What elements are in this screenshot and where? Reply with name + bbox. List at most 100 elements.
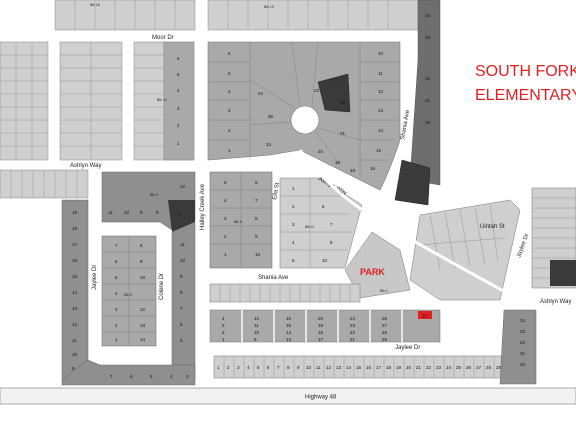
svg-text:5: 5 [224, 180, 227, 185]
cul-de-sac-circle [290, 105, 320, 135]
svg-text:1: 1 [115, 337, 118, 342]
highway-48 [0, 387, 576, 405]
svg-text:2: 2 [115, 323, 118, 328]
svg-text:14: 14 [378, 128, 384, 133]
svg-text:2: 2 [222, 330, 225, 335]
svg-text:8: 8 [180, 290, 183, 295]
svg-text:18: 18 [350, 168, 356, 173]
svg-text:16: 16 [370, 166, 376, 171]
townhome-mid-labels: 4 3 2 1 12 11 10 9 16 15 14 13 20 19 18 … [222, 316, 388, 342]
svg-text:23: 23 [314, 88, 320, 93]
svg-text:10: 10 [254, 330, 260, 335]
svg-text:3: 3 [224, 216, 227, 221]
svg-text:11: 11 [108, 210, 113, 215]
svg-text:16: 16 [72, 258, 78, 263]
svg-text:1: 1 [228, 148, 231, 153]
uintah-st-label: Uintah St [480, 224, 505, 230]
svg-text:4: 4 [115, 291, 118, 296]
shania-ave-north-label: Shania Ave [400, 109, 411, 140]
svg-text:5: 5 [150, 374, 153, 379]
svg-text:12: 12 [326, 365, 332, 370]
block-16-label: Blk 16 [90, 3, 100, 7]
svg-text:3: 3 [186, 374, 189, 379]
svg-text:23: 23 [425, 35, 431, 40]
svg-text:12: 12 [378, 89, 384, 94]
svg-text:23: 23 [520, 329, 526, 334]
svg-text:14: 14 [140, 337, 146, 342]
ella-block-labels: 1 2 3 4 5 6 7 8 10 [292, 186, 333, 263]
svg-text:9: 9 [254, 337, 257, 342]
block-4-label: Blk 4 [150, 193, 158, 197]
svg-text:2: 2 [177, 123, 180, 128]
top-strip-lines [227, 0, 389, 30]
svg-text:10: 10 [140, 275, 146, 280]
svg-text:18: 18 [72, 226, 78, 231]
block-3-label: Blk 3 [124, 293, 132, 297]
svg-text:7: 7 [115, 243, 118, 248]
park-label: PARK [360, 267, 385, 277]
svg-text:22: 22 [425, 76, 431, 81]
svg-text:20: 20 [425, 120, 431, 125]
svg-text:7: 7 [178, 212, 181, 217]
svg-text:26: 26 [466, 365, 472, 370]
townhome-row-top-lines [219, 284, 351, 302]
svg-text:19: 19 [396, 365, 402, 370]
svg-text:5: 5 [228, 71, 231, 76]
uintah-block [409, 199, 521, 301]
svg-text:11: 11 [254, 323, 259, 328]
bottom-row-labels: 1 2 3 4 5 6 7 8 9 10 11 12 13 14 15 16 1… [217, 365, 512, 370]
svg-text:10: 10 [124, 210, 130, 215]
svg-text:10: 10 [306, 365, 312, 370]
dark-lot-18 [394, 159, 431, 206]
halley-block-lines [210, 172, 272, 268]
svg-text:5: 5 [180, 338, 183, 343]
svg-text:6: 6 [177, 56, 180, 61]
bottom-row-lines [223, 356, 505, 378]
svg-text:19: 19 [318, 323, 324, 328]
block-14-label: Blk 14 [157, 98, 167, 102]
svg-text:28: 28 [486, 365, 492, 370]
svg-text:19: 19 [335, 160, 341, 165]
svg-text:20: 20 [406, 365, 412, 370]
svg-text:27: 27 [382, 323, 388, 328]
svg-text:6: 6 [228, 51, 231, 56]
ashlyn-way-west-label: Ashlyn Way [70, 163, 101, 169]
svg-text:12: 12 [140, 307, 146, 312]
svg-text:9: 9 [255, 234, 258, 239]
svg-text:3: 3 [228, 108, 231, 113]
svg-text:17: 17 [72, 242, 78, 247]
right-col-top-labels: 10 11 12 13 14 15 16 [370, 51, 384, 171]
svg-text:8: 8 [255, 216, 258, 221]
left-block-mid-column [163, 41, 195, 161]
svg-text:18: 18 [318, 330, 324, 335]
moor-dr-label: Moor Dr [152, 35, 174, 41]
svg-text:13: 13 [336, 365, 342, 370]
block-1-label: Blk 1 [380, 289, 388, 293]
svg-text:6: 6 [130, 374, 133, 379]
svg-text:20: 20 [520, 362, 526, 367]
svg-text:6: 6 [115, 259, 118, 264]
svg-text:16: 16 [366, 365, 372, 370]
svg-text:4: 4 [228, 89, 231, 94]
svg-text:22: 22 [426, 365, 432, 370]
svg-text:9: 9 [140, 259, 143, 264]
svg-text:27: 27 [476, 365, 482, 370]
svg-text:11: 11 [316, 365, 321, 370]
svg-text:17: 17 [376, 365, 382, 370]
svg-text:24: 24 [266, 142, 272, 147]
top-strip-lots [207, 0, 419, 31]
svg-text:3: 3 [292, 222, 295, 227]
bottom-left-labels: 7 6 5 4 3 [110, 374, 189, 379]
svg-text:7: 7 [110, 374, 113, 379]
svg-text:4: 4 [247, 365, 250, 370]
svg-text:12: 12 [254, 316, 260, 321]
townhome-mid-lines [241, 310, 403, 342]
ashlyn-way-east-label: Ashlyn Way [540, 299, 571, 305]
inner-block-lines [102, 236, 156, 346]
svg-text:1: 1 [217, 365, 220, 370]
svg-text:4: 4 [170, 374, 173, 379]
svg-text:15: 15 [286, 323, 292, 328]
svg-text:21: 21 [340, 131, 346, 136]
svg-text:4: 4 [222, 316, 225, 321]
svg-text:6: 6 [267, 365, 270, 370]
